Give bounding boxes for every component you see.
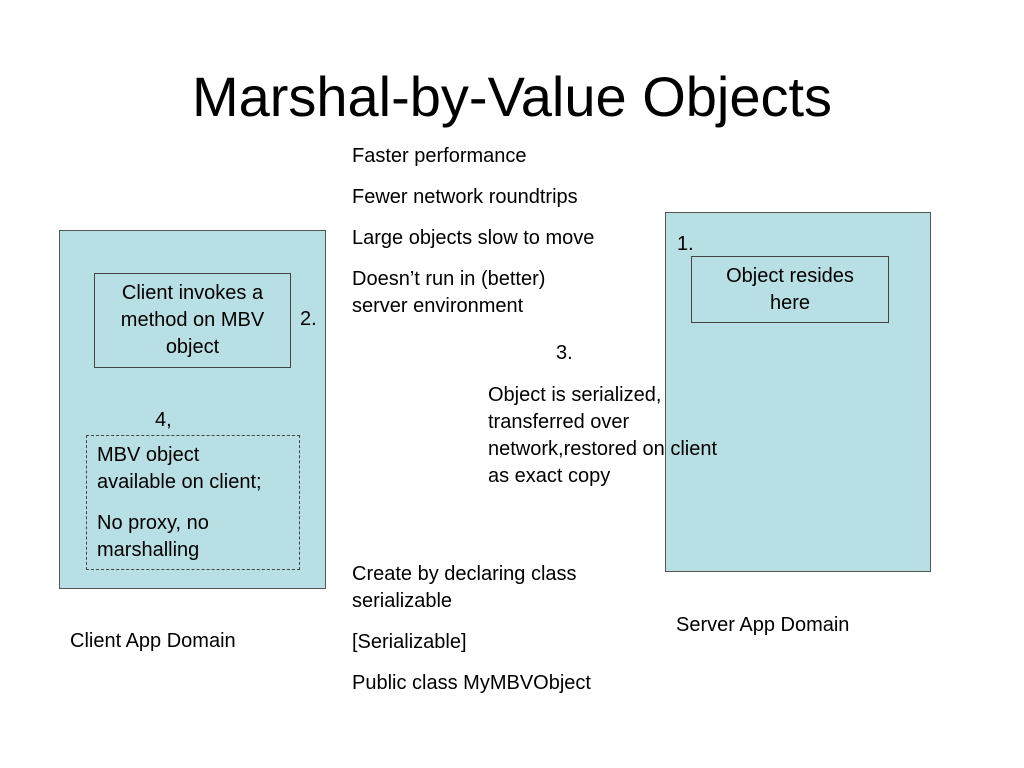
creation-item: [Serializable] xyxy=(352,631,467,653)
benefit-item: Doesn’t run in (better) server environme… xyxy=(352,268,546,317)
benefit-item: Faster performance xyxy=(352,145,527,167)
mbv-no-proxy-text: No proxy, no marshalling xyxy=(97,512,209,561)
mbv-object-box: MBV object available on client; No proxy… xyxy=(86,435,300,570)
step-4-label: 4, xyxy=(155,409,172,431)
creation-item: Create by declaring class serializable xyxy=(352,563,577,612)
step-3-description: Object is serialized, transferred over n… xyxy=(488,384,718,487)
step-3-label: 3. xyxy=(556,342,573,364)
step-2-label: 2. xyxy=(300,308,317,330)
step-1-label: 1. xyxy=(677,233,694,255)
mbv-availability-text: MBV object available on client; xyxy=(97,444,262,493)
client-invoke-box: Client invokes a method on MBV object xyxy=(94,273,291,368)
server-app-domain-box: 1. Object resides here xyxy=(665,212,931,572)
slide-title: Marshal-by-Value Objects xyxy=(191,65,833,128)
client-app-domain-box: Client invokes a method on MBV object 4,… xyxy=(59,230,326,589)
server-object-box: Object resides here xyxy=(691,256,889,323)
client-domain-label: Client App Domain xyxy=(70,630,236,652)
creation-item: Public class MyMBVObject xyxy=(352,672,591,694)
benefit-item: Large objects slow to move xyxy=(352,227,595,249)
benefit-item: Fewer network roundtrips xyxy=(352,186,578,208)
server-domain-label: Server App Domain xyxy=(676,614,850,636)
